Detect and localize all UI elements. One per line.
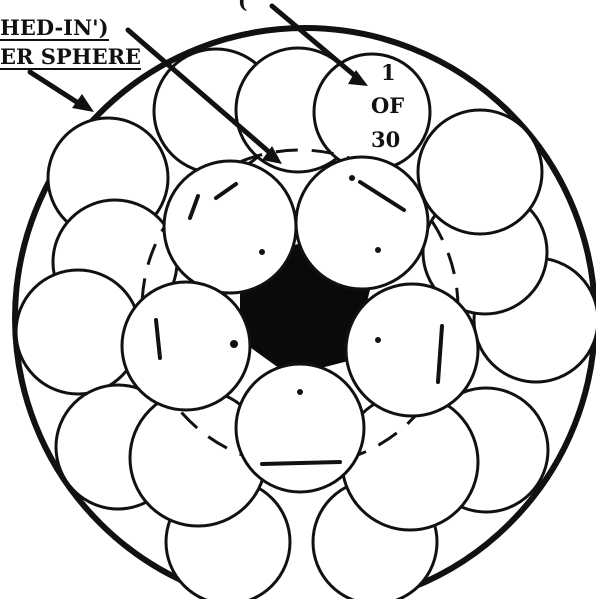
count-label-of: OF bbox=[371, 95, 404, 116]
inner-ring-sphere bbox=[164, 161, 296, 293]
inner-ring-sphere bbox=[236, 364, 364, 492]
outer-ring-sphere bbox=[418, 110, 542, 234]
outer-sphere-label: ER SPHERE bbox=[0, 46, 141, 70]
inner-ring-sphere bbox=[346, 284, 478, 416]
top-label-fragment: ( bbox=[238, 0, 248, 11]
outer-ring-sphere bbox=[16, 270, 140, 394]
count-label-thirty: 30 bbox=[371, 129, 400, 150]
inner-ring-sphere bbox=[296, 157, 428, 289]
hed-in-label: HED-IN') bbox=[0, 17, 109, 41]
count-label-one: 1 bbox=[381, 62, 396, 83]
